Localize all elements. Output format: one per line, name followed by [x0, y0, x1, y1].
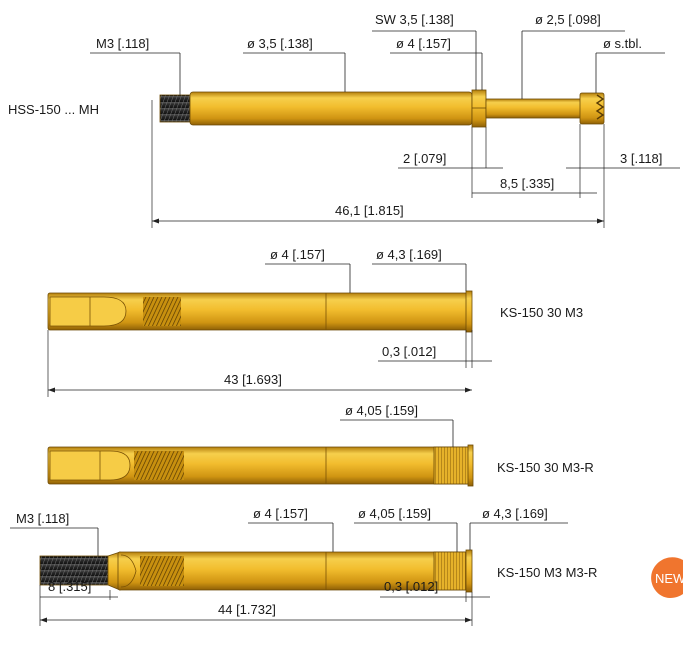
hss-barrel: [189, 91, 473, 126]
hss-dim-3: 3 [.118]: [620, 151, 662, 166]
hss-dim-sw: SW 3,5 [.138]: [375, 12, 454, 27]
hss-tip: [579, 92, 605, 125]
ks3-dim-d4: ø 4 [.157]: [253, 506, 308, 521]
ks3-thread: [39, 555, 109, 586]
hss-hex: [471, 89, 487, 128]
ks1-dim-d4: ø 4 [.157]: [270, 247, 325, 262]
ks1-label: KS-150 30 M3: [500, 305, 583, 320]
hss-probe: [159, 89, 605, 128]
ks1-dim-total: 43 [1.693]: [224, 372, 282, 387]
hss-thread: [159, 94, 191, 123]
hss-dim-total: 46,1 [1.815]: [335, 203, 404, 218]
hss-plunger: [485, 98, 582, 119]
hss-dim-d25: ø 2,5 [.098]: [535, 12, 601, 27]
ks3-socket: [39, 549, 473, 593]
hss-dim-85: 8,5 [.335]: [500, 176, 554, 191]
hss-label: HSS-150 ... MH: [8, 102, 99, 117]
ks1-socket: [47, 290, 473, 333]
hss-serrated-tip: [595, 94, 605, 120]
hss-dimensions: M3 [.118] ø 3,5 [.138] SW 3,5 [.138] ø 4…: [90, 12, 680, 228]
hss-dim-m3: M3 [.118]: [96, 36, 149, 51]
ks2-dimensions: ø 4,05 [.159]: [340, 403, 454, 447]
ks1-dimensions: ø 4 [.157] ø 4,3 [.169] 0,3 [.012] 43 [1…: [47, 247, 492, 397]
hss-dim-d4: ø 4 [.157]: [396, 36, 451, 51]
ks3-dim-total: 44 [1.732]: [218, 602, 276, 617]
ks3-label: KS-150 M3 M3-R: [497, 565, 597, 580]
ks3-dim-m3: M3 [.118]: [16, 511, 69, 526]
new-badge-text: NEW: [655, 571, 683, 586]
ks3-dimensions: M3 [.118] ø 4 [.157] ø 4,05 [.159] ø 4,3…: [10, 506, 568, 626]
hss-dim-d35: ø 3,5 [.138]: [247, 36, 313, 51]
ks1-dim-d43: ø 4,3 [.169]: [376, 247, 442, 262]
new-badge: NEW: [651, 557, 683, 598]
ks2-socket: [47, 444, 474, 487]
ks2-label: KS-150 30 M3-R: [497, 460, 594, 475]
hss-dim-stbl: ø s.tbl.: [603, 36, 642, 51]
ks3-dim-d43: ø 4,3 [.169]: [482, 506, 548, 521]
ks3-dim-8: 8 [.315]: [48, 579, 91, 594]
ks1-dim-03: 0,3 [.012]: [382, 344, 436, 359]
ks3-dim-d405: ø 4,05 [.159]: [358, 506, 431, 521]
hss-dim-2: 2 [.079]: [403, 151, 446, 166]
ks2-dim-d405: ø 4,05 [.159]: [345, 403, 418, 418]
ks3-dim-03: 0,3 [.012]: [384, 579, 438, 594]
